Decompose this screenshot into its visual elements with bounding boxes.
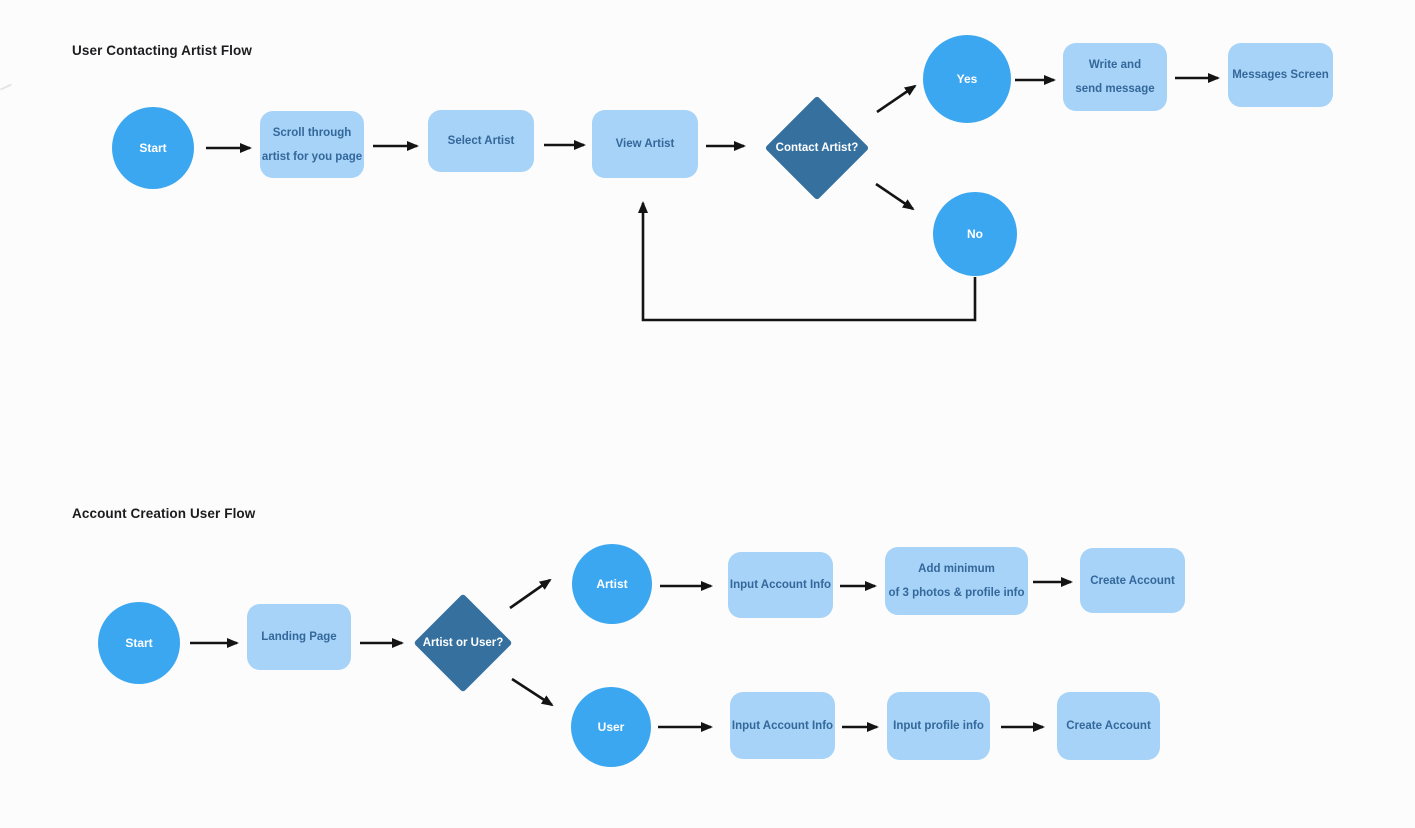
flow2-title: Account Creation User Flow — [72, 506, 256, 521]
node-label: Landing Page — [261, 631, 337, 643]
node-label: User — [597, 720, 625, 734]
arrow-decision-to-no — [875, 182, 915, 211]
node-label: No — [967, 227, 983, 241]
node-user-create-account: Create Account — [1057, 692, 1160, 760]
node-label: Input Account Info — [729, 579, 832, 591]
node-input-profile-info: Input profile info — [887, 692, 990, 760]
node-label: Input Account Info — [731, 719, 834, 732]
node-label: View Artist — [615, 138, 675, 150]
node-label: Start — [139, 141, 167, 155]
node-messages-screen: Messages Screen — [1228, 43, 1333, 107]
node-user: User — [571, 687, 651, 767]
node-scroll-through: Scroll through artist for you page — [260, 111, 364, 178]
node-label: Create Account — [1090, 574, 1175, 587]
flow1-title: User Contacting Artist Flow — [72, 43, 252, 58]
node-artist: Artist — [572, 544, 652, 624]
arrow-decision-to-artist — [509, 578, 552, 610]
node-label-line1: Write and — [1088, 59, 1142, 71]
node-label: Create Account — [1066, 720, 1151, 732]
node-view-artist: View Artist — [592, 110, 698, 178]
node-label-line1: Scroll through — [272, 126, 352, 139]
node-label-line2: artist for you page — [261, 150, 363, 163]
node-start-flow2: Start — [98, 602, 180, 684]
node-label: Artist — [596, 577, 628, 591]
node-artist-input-account-info: Input Account Info — [728, 552, 833, 618]
node-label: Yes — [956, 72, 978, 86]
node-landing-page: Landing Page — [247, 604, 351, 670]
node-yes: Yes — [923, 35, 1011, 123]
node-add-minimum-photos: Add minimum of 3 photos & profile info — [885, 547, 1028, 615]
node-label: Contact Artist? — [775, 142, 859, 154]
node-start-flow1: Start — [112, 107, 194, 189]
node-label-line2: of 3 photos & profile info — [888, 587, 1025, 599]
node-select-artist: Select Artist — [428, 110, 534, 172]
node-decision-contact-artist: Contact Artist? — [765, 96, 869, 200]
node-user-input-account-info: Input Account Info — [730, 692, 835, 759]
arrow-decision-to-user — [511, 677, 554, 707]
node-label-line1: Add minimum — [918, 563, 995, 575]
node-label: Messages Screen — [1232, 69, 1329, 81]
node-label: Select Artist — [447, 135, 515, 147]
node-label: Input profile info — [893, 720, 984, 732]
arrow-no-loop-to-view — [638, 201, 977, 322]
arrow-decision-to-yes — [876, 84, 917, 114]
node-label-line2: send message — [1075, 83, 1155, 95]
node-decision-artist-or-user: Artist or User? — [413, 593, 513, 693]
node-label: Artist or User? — [422, 637, 504, 649]
node-artist-create-account: Create Account — [1080, 548, 1185, 613]
node-write-send-message: Write and send message — [1063, 43, 1167, 111]
node-label: Start — [125, 636, 153, 650]
node-no: No — [933, 192, 1017, 276]
